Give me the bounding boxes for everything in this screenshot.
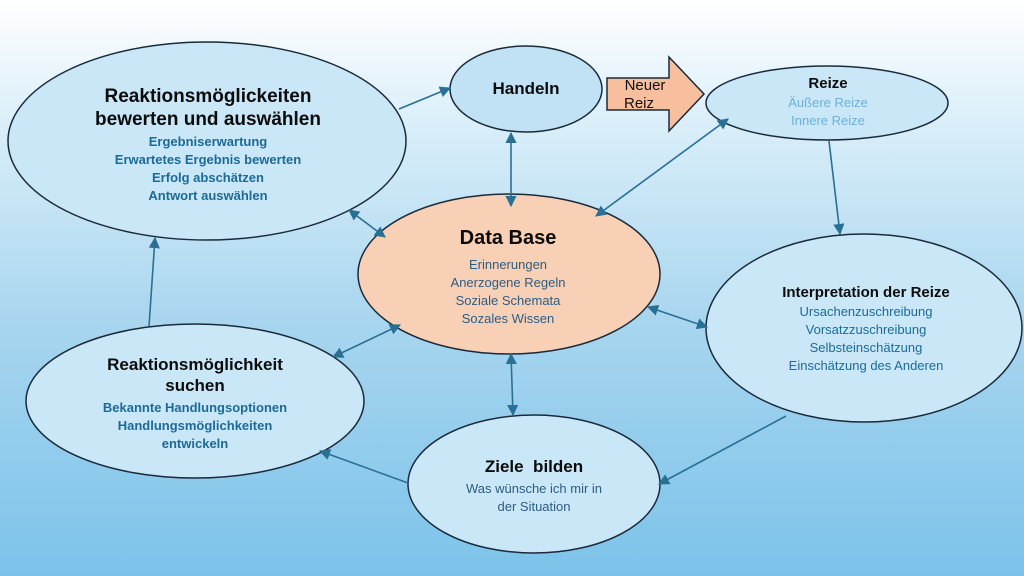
node-item: Einschätzung des Anderen [788,358,944,373]
ellipse-reize [705,65,949,141]
connector-suchen-to-bewerten [148,236,160,327]
node-reaktion-bewerten: Reaktionsmöglickeiten bewerten und auswä… [40,82,376,208]
arrow-label-line-2: Reiz [623,95,654,112]
connector-reize-database [595,118,729,217]
node-item: Sozales Wissen [461,311,555,326]
node-item: Erwartetes Ergebnis bewerten [114,152,302,167]
node-item: Äußere Reize [788,95,868,110]
node-item: der Situation [497,499,571,514]
node-title-line-2: suchen [165,375,225,395]
neuer-reiz-arrow-shape [606,55,706,133]
node-item: Bekannte Handlungsoptionen [102,399,288,415]
node-title: Interpretation der Reize [782,284,950,301]
connector-ziele-to-suchen [318,449,409,484]
node-data-base: Data Base Erinnerungen Anerzogene Regeln… [400,224,616,328]
node-handeln: Handeln [456,74,596,104]
node-item: Ursachenzuschreibung [799,304,933,319]
node-item: Selbsteinschätzung [809,340,923,355]
node-title: Ziele bilden [484,457,584,476]
node-item: Anerzogene Regeln [450,275,566,290]
node-item: Ergebniserwartung [148,134,268,149]
node-interpretation: Interpretation der Reize Ursachenzuschre… [740,283,992,375]
connector-bewerten-to-handeln [398,86,452,110]
node-reaktion-suchen: Reaktionsmöglichkeit suchen Bekannte Han… [60,351,330,455]
connector-reize-to-interpretation [828,140,845,236]
node-title-line-1: Reaktionsmöglickeiten [104,86,312,107]
node-item: Innere Reize [791,113,865,128]
node-item: Soziale Schemata [455,293,561,308]
node-item: Vorsatzzuschreibung [805,322,927,337]
node-title-line-1: Reaktionsmöglichkeit [107,354,283,374]
node-title: Handeln [492,79,560,98]
ellipse-reaktion-suchen [25,323,365,479]
connector-database-ziele [505,352,519,417]
node-item: Antwort auswählen [148,188,268,203]
node-item: entwickeln [161,435,229,451]
node-ziele: Ziele bilden Was wünsche ich mir in der … [434,455,634,517]
connector-interpretation-to-ziele [658,415,787,485]
node-item: Erfolg abschätzen [152,170,264,185]
ellipse-reaktion-bewerten [7,41,407,241]
node-title-line-2: bewerten und auswählen [95,109,321,130]
connector-database-suchen [331,324,402,358]
node-title: Data Base [459,227,557,249]
node-neuer-reiz: Neuer Reiz [607,74,683,116]
node-title: Reize [808,75,848,92]
node-item: Handlungsmöglichkeiten [117,417,273,433]
arrow-label-line-1: Neuer [624,77,666,94]
node-item: Erinnerungen [468,257,548,272]
connector-database-interpretation [646,304,709,330]
node-item: Was wünsche ich mir in [465,481,603,496]
node-reize: Reize Äußere Reize Innere Reize [736,74,920,130]
connector-bewerten-database [348,209,386,238]
